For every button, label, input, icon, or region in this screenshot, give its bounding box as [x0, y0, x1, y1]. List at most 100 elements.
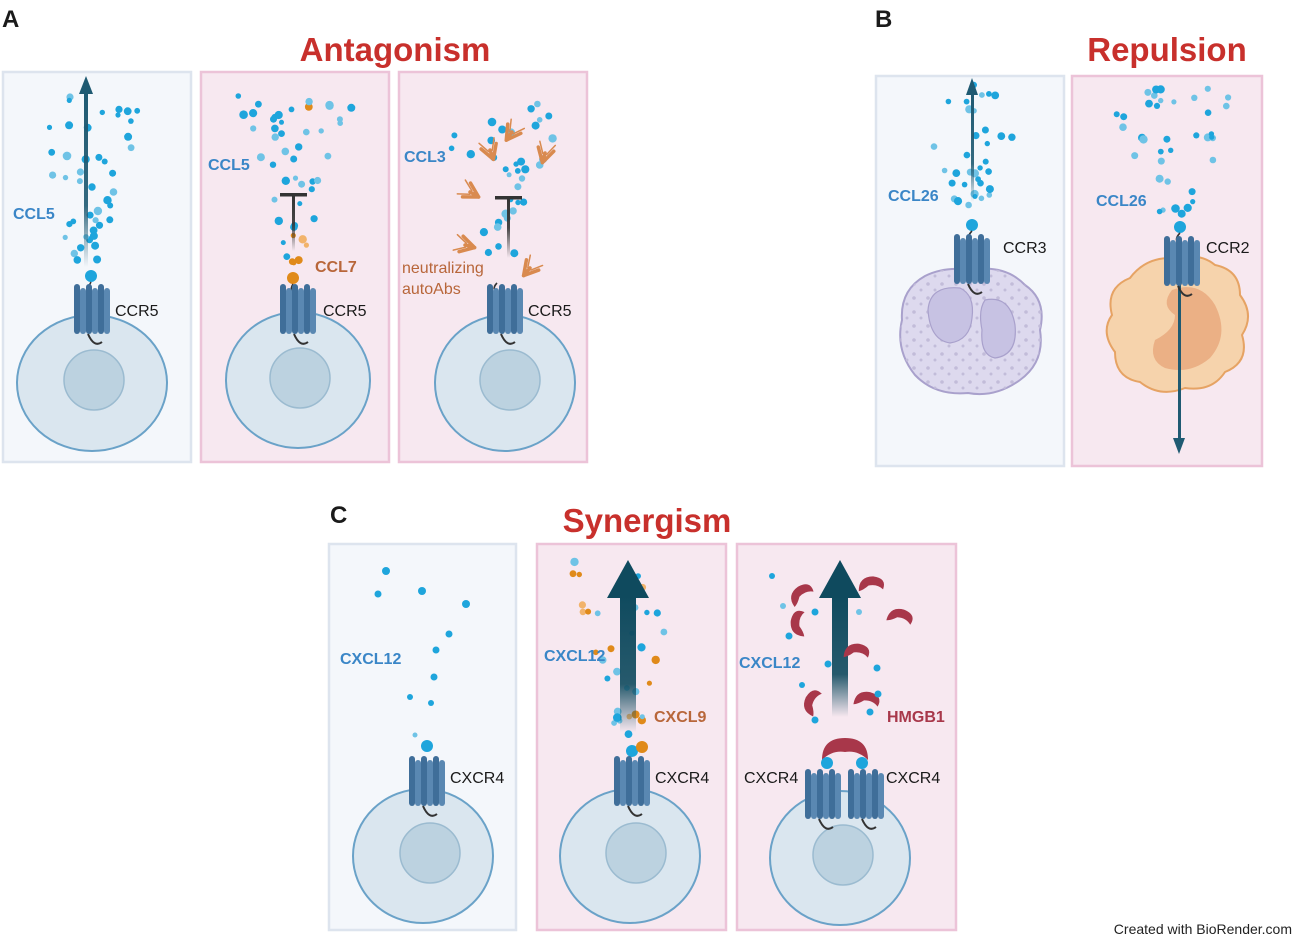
chemokine-dot	[986, 91, 992, 97]
chemokine-dot	[256, 153, 265, 162]
chemokine-dot	[109, 188, 118, 196]
chemokine-dot	[660, 628, 668, 636]
chemokine-dot	[66, 97, 72, 103]
neutralizing-label: neutralizing	[402, 260, 484, 277]
ccr5-label: CCR5	[115, 303, 159, 320]
chemokine-dot	[314, 176, 322, 185]
chemokine-dot	[1164, 178, 1171, 185]
chemokine-dot	[298, 180, 306, 188]
biorender-credit: Created with BioRender.com	[1114, 921, 1292, 937]
antagonist-dot	[593, 649, 599, 656]
ccr5-label: CCR5	[528, 303, 572, 320]
chemokine-dot	[77, 244, 85, 252]
chemokine-dot	[514, 168, 521, 174]
chemokine-dot	[495, 243, 502, 250]
chemokine-dot	[1204, 109, 1212, 116]
panel-a1: CCL5 CCR5	[1, 70, 193, 464]
ccl26-label: CCL26	[1096, 193, 1147, 210]
chemokine-dot	[347, 103, 356, 112]
hmgb1-label: HMGB1	[887, 709, 945, 726]
cxcl9-label: CXCL9	[654, 709, 707, 726]
chemokine-dot	[598, 656, 607, 664]
chemokine-dot	[1183, 203, 1192, 212]
chemokine-dot	[70, 249, 79, 258]
chemokine-dot	[1153, 102, 1161, 109]
chemokine-dot	[952, 169, 961, 178]
chemokine-dot	[637, 643, 646, 652]
chemokine-dot	[76, 178, 83, 185]
chemokine-dot	[134, 107, 141, 114]
chemokine-dot	[985, 185, 994, 194]
chemokine-dot	[62, 174, 69, 181]
chemokine-dot	[1155, 174, 1164, 183]
chemokine-dot	[1008, 133, 1016, 141]
chemokine-dot	[653, 609, 661, 617]
ccr5-label: CCR5	[323, 303, 367, 320]
chemokine-dot	[290, 155, 298, 163]
chemokine-dot	[115, 105, 123, 113]
chemokine-dot	[303, 128, 310, 136]
ccl3-label: CCL3	[404, 149, 446, 166]
panel-b1: CCL26 CCR3	[874, 74, 1066, 468]
chemokine-dot	[986, 192, 993, 198]
chemokine-dot	[1151, 92, 1158, 99]
panel-letter-a: A	[2, 6, 19, 33]
chemokine-dot	[979, 92, 985, 98]
chemokine-dot	[62, 234, 68, 240]
chemokine-dot	[89, 231, 98, 240]
chemokine-dot	[1119, 123, 1127, 131]
antagonist-dot	[585, 608, 592, 615]
antagonist-dot	[288, 258, 296, 265]
chemokine-dot	[115, 112, 121, 118]
chemokine-dot	[70, 218, 77, 225]
chemokine-dot	[1158, 97, 1164, 104]
panel-a2: CCL5 CCL7 CCR5	[199, 70, 391, 464]
chemokine-dot	[270, 115, 277, 123]
panel-letter-b: B	[875, 6, 892, 33]
chemokine-dot	[281, 147, 290, 156]
chemokine-dot	[536, 117, 543, 123]
chemokine-dot	[982, 158, 989, 165]
chemokine-dot	[1157, 148, 1164, 155]
chemokine-dot	[466, 150, 475, 159]
chemokine-dot	[1191, 94, 1198, 102]
chemokine-dot	[255, 100, 262, 108]
chemokine-dot	[972, 132, 980, 140]
chemokine-dot	[613, 707, 622, 716]
antagonist-dot	[607, 645, 615, 653]
repulsion-title: Repulsion	[1087, 31, 1247, 68]
antagonist-dot	[646, 680, 653, 686]
antagonist-dot	[576, 571, 582, 578]
autoabs-label: autoAbs	[402, 281, 461, 298]
chemokine-dot	[95, 153, 103, 161]
chemokine-dot	[1177, 209, 1186, 218]
chemokine-dot	[451, 132, 458, 139]
ccl5-label: CCL5	[13, 206, 55, 223]
chemokine-dot	[1171, 99, 1177, 105]
chemokine-dot	[1145, 99, 1153, 108]
chemokine-dot	[101, 158, 108, 165]
chemokine-dot	[92, 217, 99, 224]
chemokine-dot	[46, 124, 53, 130]
chemokine-dot	[308, 186, 315, 193]
chemokine-dot	[86, 211, 94, 219]
panel-a3: CCL3 neutralizing autoAbs CCR5	[397, 70, 589, 464]
chemokine-dot	[1163, 135, 1171, 143]
chemokine-dot	[271, 196, 278, 203]
chemokine-dot	[991, 91, 1000, 100]
chemokine-dot	[1131, 152, 1139, 160]
cxcl12-label: CXCL12	[739, 655, 800, 672]
chemokine-dot	[985, 168, 992, 175]
chemokine-dot	[123, 107, 132, 116]
chemokine-dot	[48, 148, 56, 156]
chemokine-dot	[930, 143, 938, 150]
chemokine-dot	[534, 100, 541, 108]
chemokine-dot	[510, 249, 519, 258]
chemokine-dot	[88, 183, 96, 191]
antagonist-dot	[651, 655, 660, 665]
chemokine-dot	[1113, 111, 1120, 118]
chemokine-dot	[1188, 188, 1196, 196]
chemokine-dot	[109, 169, 117, 177]
ccr3-label: CCR3	[1003, 240, 1047, 257]
